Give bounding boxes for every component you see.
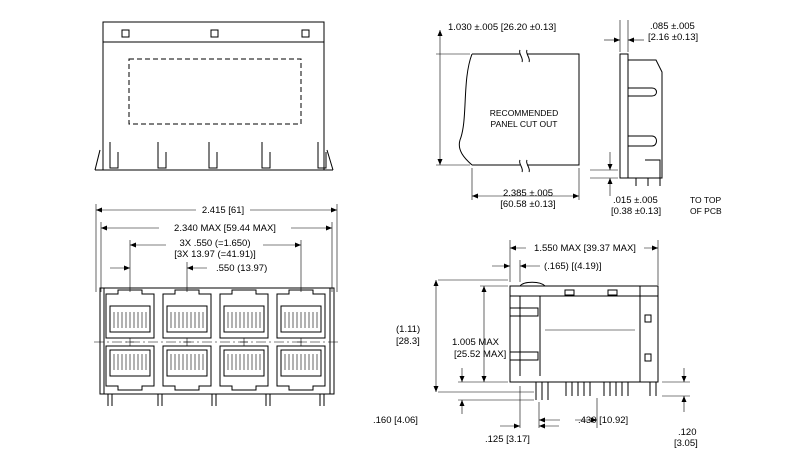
pin-a-dim: .125 [3.17] xyxy=(485,434,530,445)
overall-width-dim: 2.415 [61] xyxy=(202,205,244,216)
side-view: 1.550 MAX [39.37 MAX] (.165) [(4.19)] (1… xyxy=(373,240,698,449)
depth-max-dim: 1.550 MAX [39.37 MAX] xyxy=(534,243,636,254)
tail-dim-b: [3.05] xyxy=(674,438,698,449)
edge-offset-dim-a: .085 ±.005 xyxy=(650,21,695,32)
jack-ports xyxy=(105,289,326,391)
pin-b-dim: .430 [10.92] xyxy=(578,415,628,426)
pin-length-dim: .160 [4.06] xyxy=(373,415,418,426)
pcb-offset-dim-b: [0.38 ±0.13] xyxy=(611,206,661,217)
jack-port xyxy=(219,289,269,391)
front-view-leads xyxy=(107,394,325,406)
pcb-note-b: OF PCB xyxy=(690,206,722,216)
panel-cutout-view: RECOMMENDED PANEL CUT OUT 1.030 ±.005 [2… xyxy=(436,20,722,217)
top-view xyxy=(94,21,334,171)
tail-dim-a: .120 xyxy=(678,427,697,438)
front-view: 2.415 [61] 2.340 MAX [59.44 MAX] 3X .550… xyxy=(94,203,340,406)
max-width-dim: 2.340 MAX [59.44 MAX] xyxy=(174,223,276,234)
height-ref-dim-b: [28.3] xyxy=(396,336,420,347)
pcb-offset-dim-a: .015 ±.005 xyxy=(613,195,658,206)
cutout-label-1: RECOMMENDED xyxy=(490,108,558,118)
height-ref-dim-a: (1.11) xyxy=(396,324,420,335)
pcb-note-a: TO TOP xyxy=(690,195,722,205)
top-view-latches xyxy=(109,142,327,169)
edge-offset-dim-b: [2.16 ±0.13] xyxy=(648,32,698,43)
panel-side-section xyxy=(619,53,663,186)
jack-port xyxy=(105,289,155,391)
jack-port xyxy=(162,289,212,391)
height-max-dim-b: [25.52 MAX] xyxy=(454,349,506,360)
side-view-pins xyxy=(535,382,657,400)
panel-width-dim: 1.030 ±.005 [26.20 ±0.13] xyxy=(448,22,556,33)
pitch-total-dim-b: [3X 13.97 (=41.91)] xyxy=(174,249,256,260)
height-max-dim-a: 1.005 MAX xyxy=(452,337,500,348)
jack-port xyxy=(276,289,326,391)
front-offset-dim: (.165) [(4.19)] xyxy=(544,261,602,272)
pitch-dim: .550 (13.97) xyxy=(216,263,267,274)
cutout-label-2: PANEL CUT OUT xyxy=(491,119,558,129)
cutout-height-dim-a: 2.385 ±.005 xyxy=(503,188,553,199)
pitch-total-dim-a: 3X .550 (=1.650) xyxy=(179,238,250,249)
cutout-height-dim-b: [60.58 ±0.13] xyxy=(500,199,555,210)
